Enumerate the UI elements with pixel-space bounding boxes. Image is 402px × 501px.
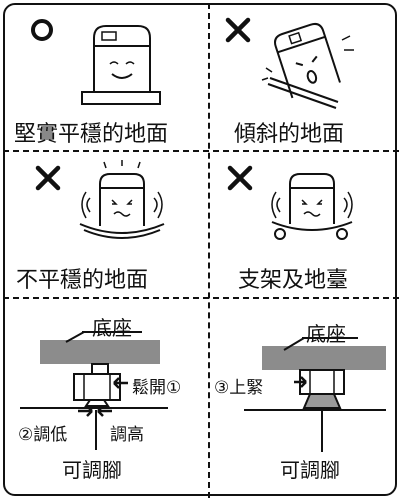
row-divider-2 <box>3 297 399 299</box>
instruction-frame <box>3 3 397 496</box>
ok-circle-icon <box>31 19 53 41</box>
vertical-divider <box>208 3 210 498</box>
raise-label: 調高 <box>110 425 144 445</box>
ng-cross-icon <box>35 165 61 191</box>
washer-shaking-icon <box>79 160 165 239</box>
caption-sloped-ground: 傾斜的地面 <box>234 122 345 147</box>
washer-tilted-icon <box>261 22 354 109</box>
caption-solid-ground: 堅實平穩的地面 <box>14 122 169 147</box>
adjustable-foot-label: 可調腳 <box>62 458 122 482</box>
caption-stand-platform: 支架及地臺 <box>238 268 349 293</box>
base-label: 底座 <box>306 322 346 346</box>
adjustable-foot-label: 可調腳 <box>280 458 340 482</box>
loosen-label: 鬆開① <box>132 378 182 398</box>
ng-cross-icon <box>225 17 251 43</box>
row-divider-1 <box>3 150 399 152</box>
lower-label: ②調低 <box>18 425 68 445</box>
base-label: 底座 <box>92 316 132 340</box>
washer-on-stand-icon <box>271 173 353 240</box>
tighten-label: ③上緊 <box>214 378 264 398</box>
washer-level-icon <box>81 25 161 105</box>
caption-uneven-ground: 不平穩的地面 <box>16 268 149 293</box>
ng-cross-icon <box>227 165 253 191</box>
adjustable-foot-diagram <box>20 331 168 450</box>
